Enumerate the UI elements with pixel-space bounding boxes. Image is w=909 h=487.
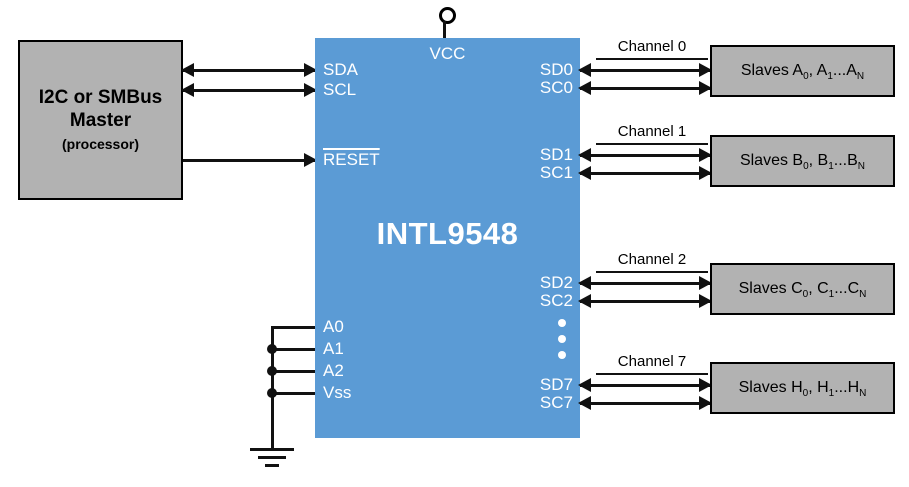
channel-ellipsis-dot <box>558 335 566 343</box>
slave-label: Slaves B0, B1...BN <box>739 152 866 173</box>
pin-sc1: SC1 <box>539 163 573 182</box>
mux-box <box>315 38 580 438</box>
ground-bar-3 <box>265 464 279 467</box>
channel1-sc-arrow <box>578 166 712 180</box>
master-label-line3: (processor) <box>61 136 140 152</box>
mux-title: INTL9548 <box>376 216 519 251</box>
channel7-label: Channel 7 <box>596 353 708 375</box>
pin-vss: Vss <box>323 383 352 402</box>
channel0-label: Channel 0 <box>596 38 708 60</box>
ground-bar-2 <box>258 456 286 459</box>
pin-scl: SCL <box>323 80 357 99</box>
pin-sc7: SC7 <box>539 393 573 412</box>
address-bus-wire <box>270 325 274 448</box>
pin-a2: A2 <box>323 361 344 380</box>
channel7-sd-arrow <box>578 378 712 392</box>
vcc-terminal-icon <box>439 7 456 24</box>
channel-ellipsis-dot <box>558 351 566 359</box>
channel0-sc-arrow <box>578 81 712 95</box>
junction-dot <box>267 388 277 398</box>
master-box: I2C or SMBus Master (processor) <box>18 40 183 200</box>
vss-wire <box>271 391 315 395</box>
pin-sc0: SC0 <box>539 78 573 97</box>
slave-label: Slaves C0, C1...CN <box>738 280 867 301</box>
scl-bus-arrow <box>181 83 317 97</box>
channel1-sd-arrow <box>578 148 712 162</box>
vcc-stem-line <box>443 21 446 38</box>
pin-a0: A0 <box>323 317 344 336</box>
master-label-line1: I2C or SMBus <box>38 87 163 108</box>
pin-sd1: SD1 <box>539 145 573 164</box>
slaves-box-channel1: Slaves B0, B1...BN <box>710 135 895 187</box>
channel0-sd-arrow <box>578 63 712 77</box>
junction-dot <box>267 366 277 376</box>
channel7-sc-arrow <box>578 396 712 410</box>
pin-sd7: SD7 <box>539 375 573 394</box>
pin-reset: RESET <box>323 150 380 169</box>
channel2-sc-arrow <box>578 294 712 308</box>
pin-sda: SDA <box>323 60 358 79</box>
pin-a1: A1 <box>323 339 344 358</box>
ground-bar-1 <box>250 448 294 451</box>
slaves-box-channel0: Slaves A0, A1...AN <box>710 45 895 97</box>
pin-sd2: SD2 <box>539 273 573 292</box>
master-label-line2: Master <box>69 110 132 131</box>
pin-vcc: VCC <box>429 44 466 63</box>
slave-label: Slaves H0, H1...HN <box>738 379 867 400</box>
a2-wire <box>271 369 315 373</box>
slaves-box-channel2: Slaves C0, C1...CN <box>710 263 895 315</box>
channel2-label: Channel 2 <box>596 251 708 273</box>
channel2-sd-arrow <box>578 276 712 290</box>
pin-sd0: SD0 <box>539 60 573 79</box>
junction-dot <box>267 344 277 354</box>
channel1-label: Channel 1 <box>596 123 708 145</box>
reset-arrow <box>183 153 317 167</box>
channel-ellipsis-dot <box>558 319 566 327</box>
slave-label: Slaves A0, A1...AN <box>740 62 865 83</box>
a1-wire <box>271 347 315 351</box>
slaves-box-channel7: Slaves H0, H1...HN <box>710 362 895 414</box>
sda-bus-arrow <box>181 63 317 77</box>
pin-sc2: SC2 <box>539 291 573 310</box>
a0-wire <box>271 325 315 329</box>
